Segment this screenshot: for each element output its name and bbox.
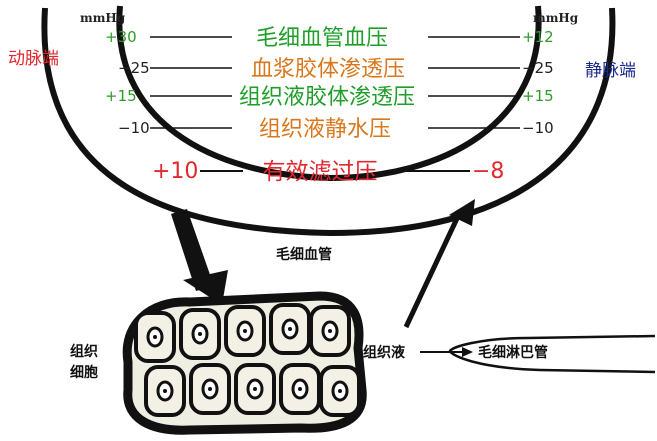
filtration-row: +10 有效滤过压 −8 xyxy=(152,159,504,185)
tissue-cell xyxy=(309,305,351,357)
row-right-value: −25 xyxy=(522,59,554,77)
row-left-value: −25 xyxy=(118,59,150,77)
cell-grid xyxy=(134,303,361,417)
row-label: 毛细血管血压 xyxy=(256,26,388,51)
pressure-rows: +30 毛细血管血压 +12 −25 血浆胶体渗透压 −25 +15 组织液胶体渗透压 +15 −… xyxy=(105,26,554,142)
tissue-fluid-label: 组织液 xyxy=(363,344,406,361)
lymph-capillary-vessel xyxy=(448,334,656,374)
filtration-left-value: +10 xyxy=(152,159,198,184)
pressure-row: +30 毛细血管血压 +12 xyxy=(105,26,554,51)
row-label: 组织液静水压 xyxy=(259,117,391,142)
tissue-cell xyxy=(189,363,231,415)
row-label: 组织液胶体渗透压 xyxy=(239,85,415,110)
filtration-label: 有效滤过压 xyxy=(263,159,378,185)
filtration-right-value: −8 xyxy=(472,159,504,184)
lymph-capillary-label: 毛细淋巴管 xyxy=(478,344,548,361)
row-left-value: +15 xyxy=(105,87,137,105)
tissue-cell xyxy=(144,365,186,417)
tissue-cell xyxy=(319,365,361,417)
capillary-inner-wall xyxy=(116,5,542,182)
tissue-cell xyxy=(279,363,321,415)
tissue-cell xyxy=(269,303,311,355)
filtration-out-arrow xyxy=(171,209,228,305)
tissue-cell xyxy=(179,308,221,360)
row-label: 血浆胶体渗透压 xyxy=(251,57,405,82)
lymph-flow-arrow xyxy=(420,347,473,357)
row-right-value: +15 xyxy=(522,87,554,105)
tissue-cell xyxy=(224,305,266,357)
row-left-value: −10 xyxy=(118,119,150,137)
tissue-cells-label: 组织细胞 xyxy=(70,343,98,381)
venous-end-label: 静脉端 xyxy=(585,61,636,81)
pressure-row: −25 血浆胶体渗透压 −25 xyxy=(118,57,554,82)
reabsorption-in-arrow xyxy=(403,199,475,329)
tissue-cells xyxy=(122,291,367,435)
pressure-row: −10 组织液静水压 −10 xyxy=(118,117,554,142)
capillary-label: 毛细血管 xyxy=(276,246,332,263)
row-right-value: −10 xyxy=(522,119,554,137)
tissue-cell xyxy=(234,363,276,415)
row-left-value: +30 xyxy=(105,28,137,46)
arterial-end-label: 动脉端 xyxy=(8,49,59,69)
unit-label-left: mmHg xyxy=(80,11,126,25)
row-right-value: +12 xyxy=(522,28,554,46)
capillary-outer-wall xyxy=(41,7,616,237)
tissue-cell xyxy=(134,311,176,363)
pressure-row: +15 组织液胶体渗透压 +15 xyxy=(105,85,554,110)
unit-label-right: mmHg xyxy=(533,11,579,25)
